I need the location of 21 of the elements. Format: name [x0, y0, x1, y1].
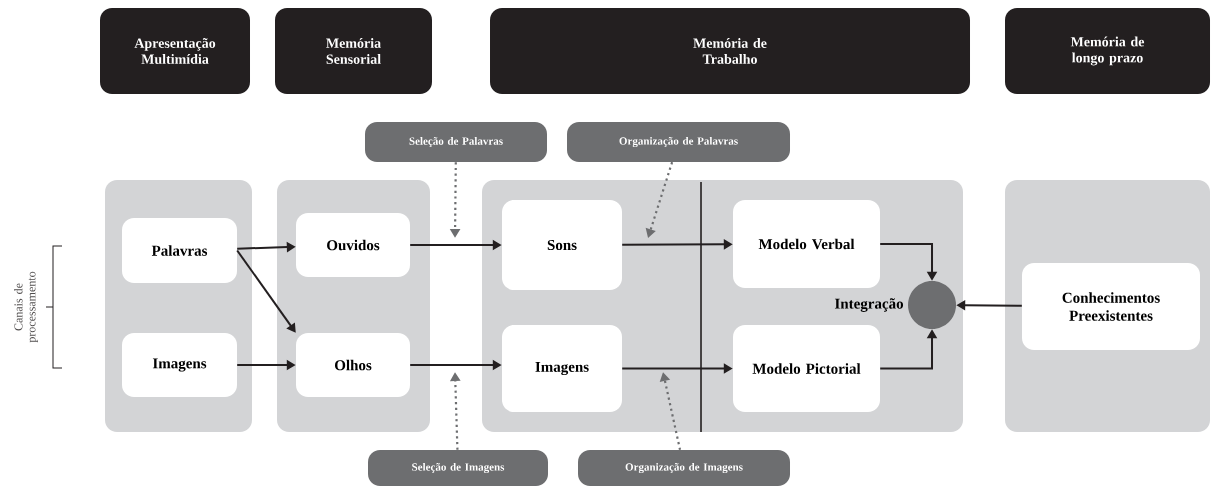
stage-box: Conhecimentos Preexistentes — [1022, 263, 1200, 350]
integration-circle — [908, 281, 956, 329]
process-tag: Seleção de Imagens — [368, 450, 548, 486]
stage-box: Imagens — [502, 325, 622, 412]
circle-label: Integração — [834, 298, 904, 312]
stage-box: Ouvidos — [296, 213, 410, 277]
header-box: Memória Sensorial — [275, 8, 432, 94]
stage-box: Modelo Pictorial — [733, 325, 880, 412]
stage-box: Olhos — [296, 333, 410, 397]
arrow — [236, 249, 296, 333]
header-box: Memória de longo prazo — [1005, 8, 1210, 94]
header-box: Apresentação Multimídia — [100, 8, 250, 94]
stage-box: Sons — [502, 200, 622, 290]
header-box: Memória de Trabalho — [490, 8, 970, 94]
process-tag: Seleção de Palavras — [365, 122, 547, 162]
axis-label: Canais de processamento — [14, 271, 38, 343]
stage-box: Imagens — [122, 333, 237, 397]
stage-box: Palavras — [122, 218, 237, 283]
stage-box: Modelo Verbal — [733, 200, 880, 288]
process-tag: Organização de Imagens — [578, 450, 790, 486]
process-tag: Organização de Palavras — [567, 122, 790, 162]
